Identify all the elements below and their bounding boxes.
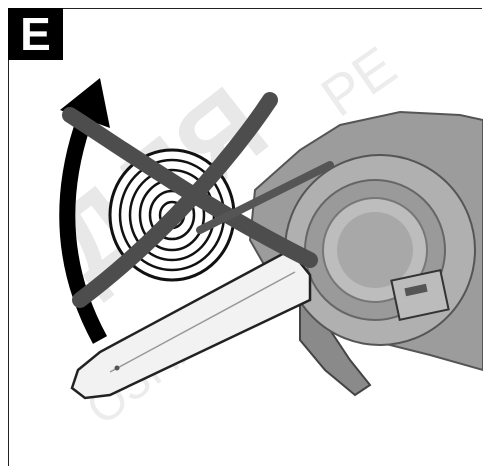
step-label: E <box>8 8 63 60</box>
